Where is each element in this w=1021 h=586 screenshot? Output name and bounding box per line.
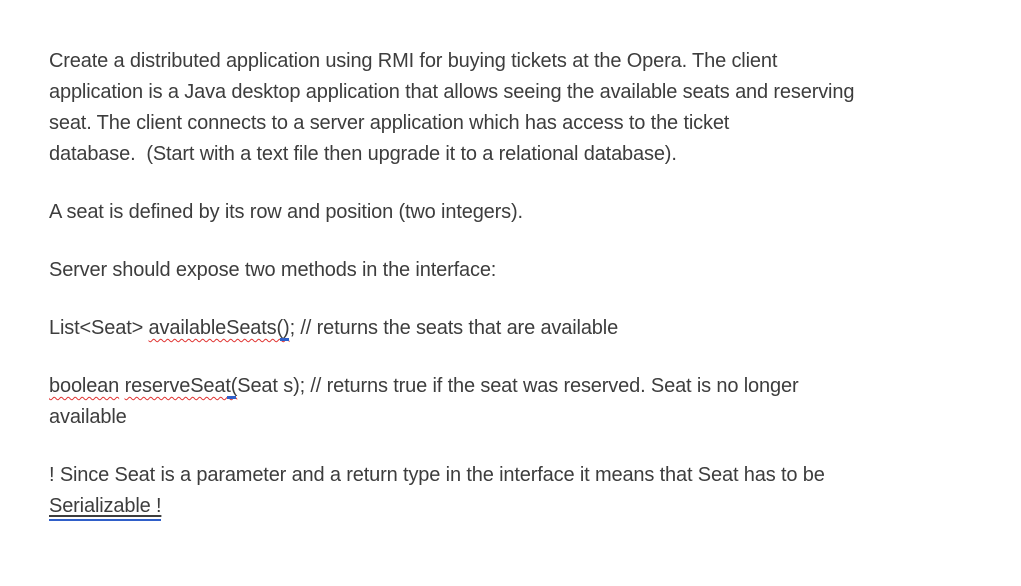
text-line: boolean reserveSeat(Seat s); // returns … bbox=[49, 371, 991, 402]
text-line: available bbox=[49, 406, 127, 428]
paragraph-interface-heading: Server should expose two methods in the … bbox=[49, 255, 991, 286]
code-rest: Seat s); // returns true if the seat was… bbox=[237, 375, 799, 397]
text-line: seat. The client connects to a server ap… bbox=[49, 112, 730, 134]
misspelled-reserve-seat: reserveSeat( bbox=[124, 375, 238, 397]
code-suffix: ; // returns the seats that are availabl… bbox=[289, 317, 619, 339]
text-line: A seat is defined by its row and positio… bbox=[49, 201, 523, 223]
text-line: database. (Start with a text file then u… bbox=[49, 143, 677, 165]
paragraph-serializable-note: ! Since Seat is a parameter and a return… bbox=[49, 460, 991, 522]
paragraph-intro: Create a distributed application using R… bbox=[49, 46, 991, 170]
underlined-serializable: Serializable ! bbox=[49, 495, 162, 521]
grammar-marker-icon bbox=[227, 396, 237, 399]
code-prefix: List<Seat> bbox=[49, 317, 149, 339]
text-line: Server should expose two methods in the … bbox=[49, 259, 497, 281]
text-line: ! Since Seat is a parameter and a return… bbox=[49, 464, 825, 486]
paragraph-method-reserve-seat: boolean reserveSeat(Seat s); // returns … bbox=[49, 371, 991, 433]
grammar-marker-icon bbox=[279, 338, 289, 341]
paragraph-method-available-seats: List<Seat> availableSeats(); // returns … bbox=[49, 313, 991, 344]
paragraph-seat-definition: A seat is defined by its row and positio… bbox=[49, 197, 991, 228]
misspelled-boolean: boolean bbox=[49, 375, 120, 397]
text-line: List<Seat> availableSeats(); // returns … bbox=[49, 313, 991, 344]
text-line: Serializable ! bbox=[49, 491, 991, 522]
misspelled-available-seats: availableSeats() bbox=[148, 317, 290, 339]
text-line: Create a distributed application using R… bbox=[49, 50, 778, 72]
text-line: application is a Java desktop applicatio… bbox=[49, 81, 855, 103]
